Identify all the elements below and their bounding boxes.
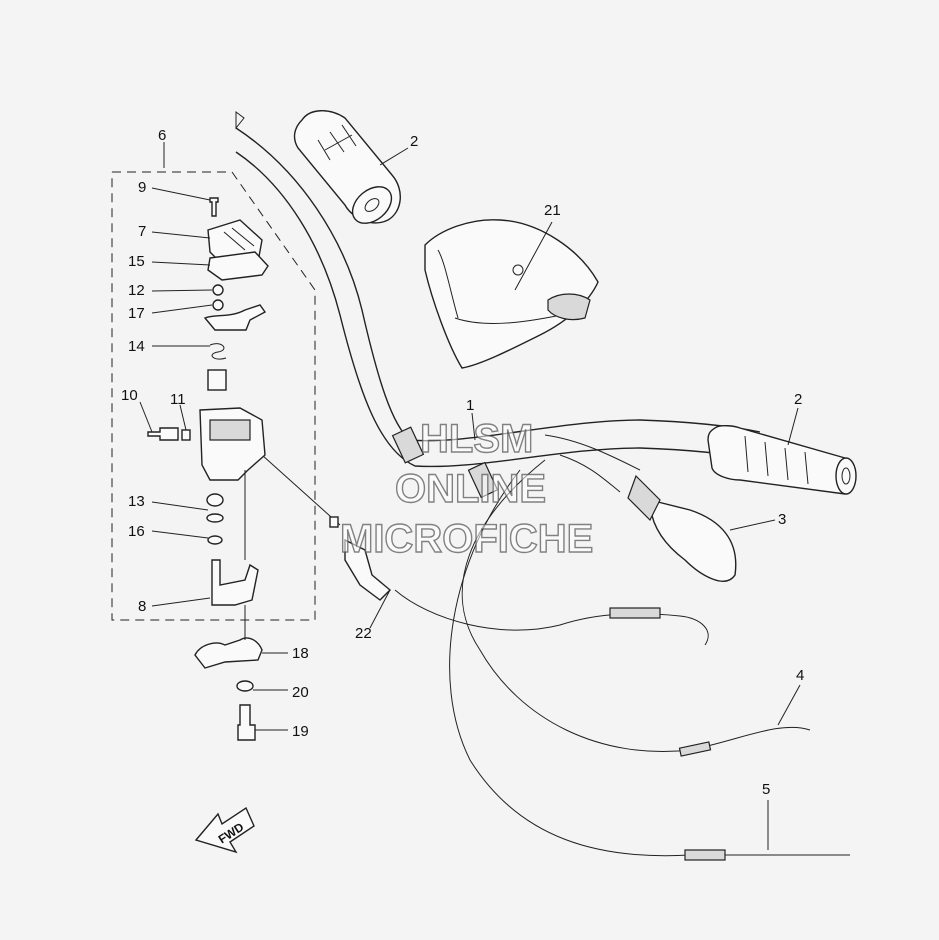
callout-6: 6 [158,127,166,144]
callout-14: 14 [128,338,145,355]
handlebar-cover [424,219,599,369]
callout-17: 17 [128,305,145,322]
callout-2-upper: 2 [410,133,418,150]
callout-22: 22 [355,625,372,642]
callout-15: 15 [128,253,145,270]
callout-5: 5 [762,781,770,798]
callout-10: 10 [121,387,138,404]
cables [394,434,850,861]
handlebar [235,111,761,499]
watermark: HLSM ONLINE MICROFICHE [339,416,594,561]
callout-13: 13 [128,493,145,510]
callout-19: 19 [292,723,309,740]
callout-1: 1 [466,397,474,414]
callout-4: 4 [796,667,804,684]
callout-2-right: 2 [794,391,802,408]
callout-11: 11 [170,391,186,408]
knurl-right [467,461,499,499]
cable-22 [261,454,392,601]
watermark-line3: MICROFICHE [340,517,593,561]
watermark-line1: HLSM [420,417,533,461]
callout-7: 7 [138,223,146,240]
fwd-arrow: FWD [194,806,255,854]
lever-guard [627,474,737,582]
throttle-parts [147,197,269,741]
callout-labels: 1 2 2 3 4 5 6 7 8 9 10 11 12 13 14 15 16… [121,127,804,798]
grip-right [707,425,857,495]
callout-3: 3 [778,511,786,528]
knurl-left [391,426,425,464]
watermark-line2: ONLINE [395,467,546,511]
callout-9: 9 [138,179,146,196]
callout-20: 20 [292,684,309,701]
callout-8: 8 [138,598,146,615]
leader-lines [139,142,801,850]
callout-21: 21 [544,202,561,219]
callout-18: 18 [292,645,309,662]
callout-16: 16 [128,523,145,540]
grip-upper [293,110,401,224]
assembly-box-6 [111,171,316,621]
callout-12: 12 [128,282,145,299]
